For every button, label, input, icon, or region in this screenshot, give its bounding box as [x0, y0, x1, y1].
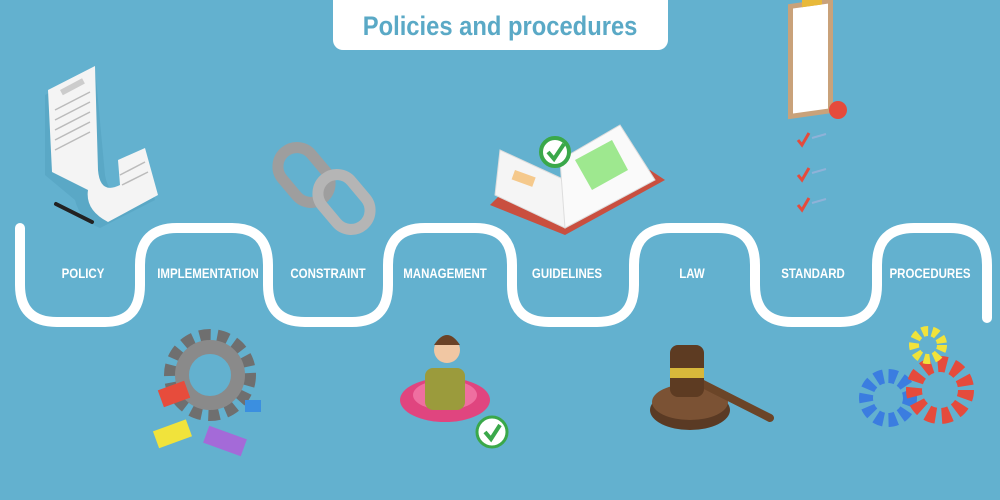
title-box: Policies and procedures [333, 0, 668, 50]
step-label-implementation: IMPLEMENTATION [157, 265, 259, 281]
checklist-clipboard-icon [788, 0, 847, 213]
step-label-law: LAW [679, 265, 705, 281]
gears-icon [859, 326, 974, 427]
scroll-document-icon [45, 66, 158, 228]
step-label-procedures: PROCEDURES [889, 265, 971, 281]
step-label-standard: STANDARD [781, 265, 845, 281]
step-label-guidelines: GUIDELINES [531, 265, 603, 281]
step-label-policy: POLICY [61, 265, 105, 281]
gear-puzzle-icon [152, 329, 261, 457]
page-title: Policies and procedures [363, 11, 638, 41]
step-label-management: MANAGEMENT [403, 265, 487, 281]
chain-link-icon [272, 142, 376, 235]
manager-gear-icon [400, 335, 509, 449]
timeline-path [15, 223, 992, 327]
gavel-icon [650, 345, 774, 430]
step-label-constraint: CONSTRAINT [290, 265, 366, 281]
open-book-icon [490, 124, 665, 235]
